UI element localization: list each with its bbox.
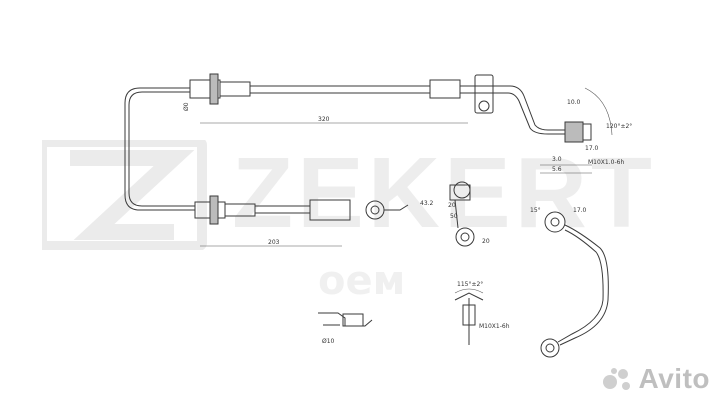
dim-center-3: 50 — [450, 213, 458, 220]
brand-watermark: ZEKERT — [232, 137, 656, 249]
dim-length-bottom: 203 — [268, 239, 280, 246]
dim-angle-bottom: 115°±2° — [457, 281, 483, 288]
dim-top-right-1: 10.0 — [567, 99, 581, 106]
upper-pipe — [124, 87, 195, 211]
dim-top-right-thread: M10X1.0-6h — [588, 159, 624, 166]
dim-thread-bottom: M10X1-6h — [479, 323, 510, 330]
dim-right-1: 15° — [530, 207, 541, 214]
dim-angle-top: 120°±2° — [606, 123, 632, 130]
dim-length-top: 320 — [318, 116, 330, 123]
dim-top-right-hex: 17.0 — [585, 145, 599, 152]
dim-top-right-2: 3.0 — [552, 156, 562, 163]
dim-diameter-bottom: Ø10 — [322, 338, 335, 345]
upper-hose-fitting-right — [429, 79, 461, 99]
dim-right-2: 17.0 — [573, 207, 587, 214]
avito-text: Avito — [638, 363, 710, 394]
dim-center-2: 20 — [448, 202, 456, 209]
dim-top-right-3: 5.6 — [552, 166, 562, 173]
avito-logo: Avito — [601, 363, 710, 395]
dim-center-1: 43.2 — [420, 200, 434, 207]
zekert-logo-mark — [42, 140, 207, 250]
avito-dots-icon — [602, 368, 630, 390]
dim-center-4: 20 — [482, 238, 490, 245]
dim-diameter-top: Ø0 — [183, 102, 190, 111]
oem-watermark: оем — [318, 258, 406, 304]
